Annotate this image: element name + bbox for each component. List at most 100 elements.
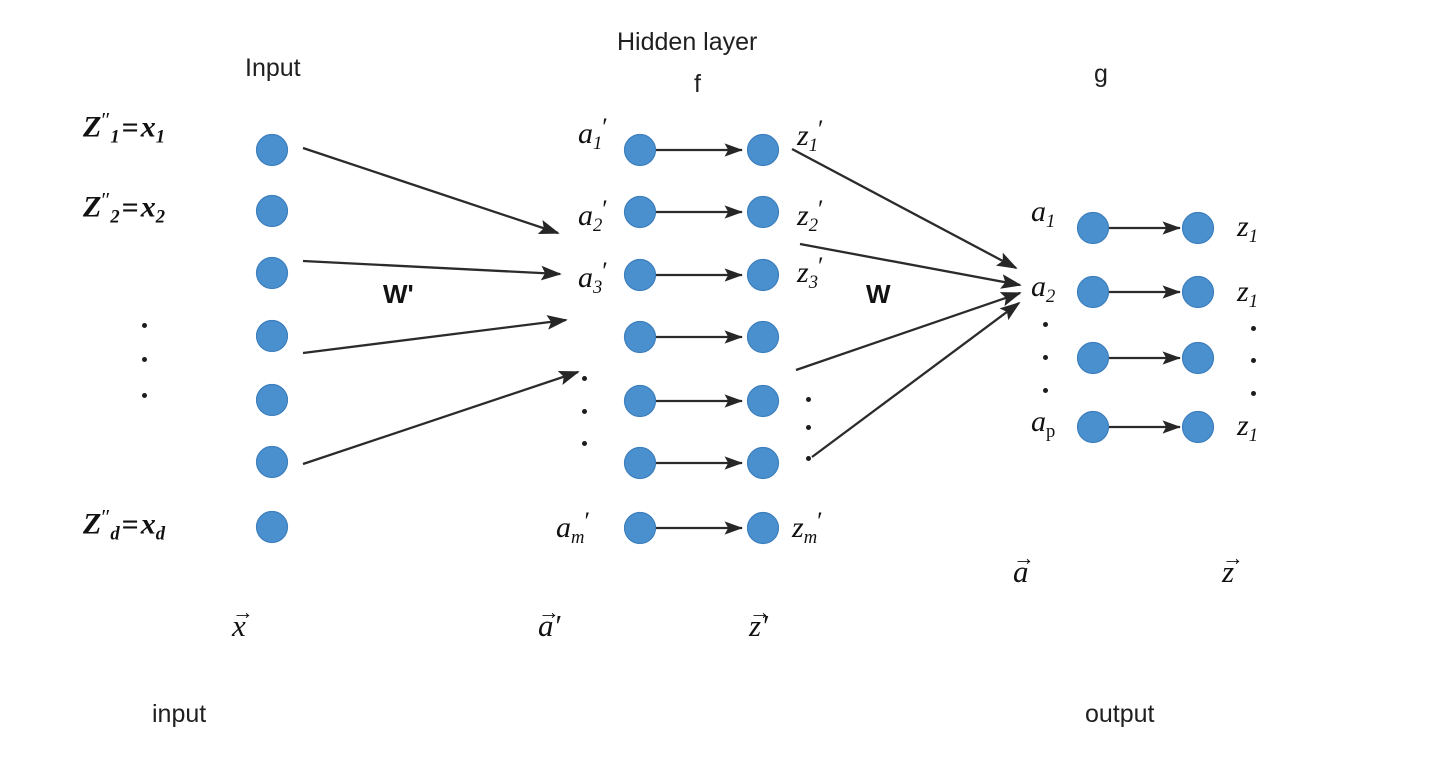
input-label-d-rhs: x	[140, 507, 156, 541]
input-node[interactable]	[255, 256, 289, 290]
ellipsis-dot	[1043, 388, 1048, 393]
vector-arrow-icon: →	[1013, 545, 1035, 570]
input-label-d-rhs-sub: d	[155, 523, 166, 545]
hidden-a-vector-prime: ′	[553, 608, 561, 643]
hidden-z-2-prime: ′	[817, 194, 824, 223]
input-node[interactable]	[255, 319, 289, 353]
output-z-2-sub: 1	[1248, 290, 1258, 312]
hidden-a-1-base: a	[578, 117, 593, 151]
output-z-node[interactable]	[1181, 211, 1215, 245]
hidden-a-node[interactable]	[623, 446, 657, 480]
input-label-2: Z″2=x2	[83, 189, 165, 228]
w-prime-edge-2	[302, 259, 562, 281]
output-z-node[interactable]	[1181, 410, 1215, 444]
w-edge-1	[791, 147, 1018, 270]
output-a-1-base: a	[1031, 195, 1046, 228]
output-a-1-sub: 1	[1046, 210, 1056, 232]
hidden-a-node[interactable]	[623, 258, 657, 292]
output-a-node[interactable]	[1076, 275, 1110, 309]
ellipsis-dot	[1043, 322, 1048, 327]
ellipsis-dot	[1043, 355, 1048, 360]
hidden-a-node[interactable]	[623, 384, 657, 418]
hidden-a-vector-base: a	[538, 608, 554, 643]
hidden-z-node[interactable]	[746, 320, 780, 354]
w-prime-edge-3	[302, 315, 568, 355]
hidden-z-2-base: z	[797, 199, 809, 233]
ellipsis-dot	[582, 441, 587, 446]
input-node[interactable]	[255, 510, 289, 544]
hidden-z-1-prime: ′	[817, 114, 824, 143]
hidden-a-node[interactable]	[623, 133, 657, 167]
input-layer-nodes	[255, 133, 289, 544]
output-a-vector-label: → a	[1013, 547, 1035, 590]
input-label-d: Z″d=xd	[83, 506, 166, 545]
w-prime-connections	[302, 146, 580, 466]
ellipsis-dot	[1251, 391, 1256, 396]
output-a-p-base: a	[1031, 405, 1046, 438]
hidden-a-node[interactable]	[623, 195, 657, 229]
vector-arrow-icon: →	[749, 599, 771, 624]
hidden-z-vector-label: → z ′	[749, 601, 771, 644]
hidden-a-m-prime: ′	[584, 506, 591, 535]
hidden-a-label-m: am′	[556, 508, 590, 548]
input-node[interactable]	[255, 194, 289, 228]
output-a-vector-base: a	[1013, 554, 1029, 589]
input-label-1-rhs: x	[140, 110, 156, 144]
output-a-node[interactable]	[1076, 341, 1110, 375]
hidden-z-1-sub: 1	[808, 135, 818, 157]
w-connections	[791, 147, 1022, 458]
hidden-a-1-sub: 1	[593, 133, 603, 155]
hidden-a-3-base: a	[578, 261, 593, 295]
hidden-a-m-sub: m	[571, 527, 585, 549]
hidden-a-1-prime: ′	[602, 112, 608, 141]
w-prime-edge-4	[302, 370, 580, 466]
vector-arrow-icon: →	[1222, 545, 1244, 570]
ellipsis-dot	[1251, 326, 1256, 331]
output-z-3-base: z	[1237, 409, 1249, 442]
hidden-z-1-base: z	[797, 119, 809, 153]
hidden-a-node[interactable]	[623, 320, 657, 354]
output-a-p-sub: p	[1046, 420, 1056, 442]
output-z-node[interactable]	[1181, 275, 1215, 309]
hidden-layer-internal-arrows	[655, 143, 743, 535]
ellipsis-dot	[806, 425, 811, 430]
hidden-z-node[interactable]	[746, 133, 780, 167]
input-label-1-base: Z	[83, 110, 102, 144]
weight-label-w-prime: W'	[383, 279, 414, 309]
ellipsis-dot	[142, 323, 147, 328]
output-a-node[interactable]	[1076, 410, 1110, 444]
weight-label-w: W	[866, 279, 891, 309]
hidden-z-m-sub: m	[803, 527, 818, 549]
output-a-label-p: ap	[1031, 407, 1055, 442]
w-prime-edge-1	[302, 146, 560, 235]
input-node[interactable]	[255, 133, 289, 167]
input-label-2-rhs: x	[140, 190, 156, 224]
hidden-a-label-2: a2′	[578, 196, 608, 236]
hidden-z-vector-base: z	[749, 608, 762, 643]
output-a-node[interactable]	[1076, 211, 1110, 245]
output-z-3-sub: 1	[1248, 424, 1258, 446]
input-node[interactable]	[255, 383, 289, 417]
hidden-z-3-sub: 3	[808, 272, 818, 294]
bottom-output-label: output	[1085, 700, 1155, 728]
output-layer-internal-arrows	[1108, 221, 1181, 434]
hidden-z-node[interactable]	[746, 384, 780, 418]
hidden-z-3-prime: ′	[817, 251, 824, 280]
input-label-d-sub: d	[110, 523, 120, 545]
hidden-a-node[interactable]	[623, 511, 657, 545]
input-label-2-sub: 2	[110, 206, 120, 228]
input-node[interactable]	[255, 445, 289, 479]
output-z-node[interactable]	[1181, 341, 1215, 375]
input-label-1: Z″1=x1	[83, 109, 165, 147]
hidden-layer-function-label: f	[694, 70, 701, 98]
hidden-z-3-base: z	[797, 256, 809, 290]
hidden-z-node[interactable]	[746, 511, 780, 545]
hidden-z-node[interactable]	[746, 446, 780, 480]
hidden-z-label-m: zm′	[792, 508, 823, 548]
output-a-label-2: a2	[1031, 272, 1055, 307]
hidden-z-node[interactable]	[746, 258, 780, 292]
input-label-1-eq: =	[121, 110, 139, 144]
hidden-z-node[interactable]	[746, 195, 780, 229]
output-z-label-2: z1	[1237, 277, 1258, 312]
